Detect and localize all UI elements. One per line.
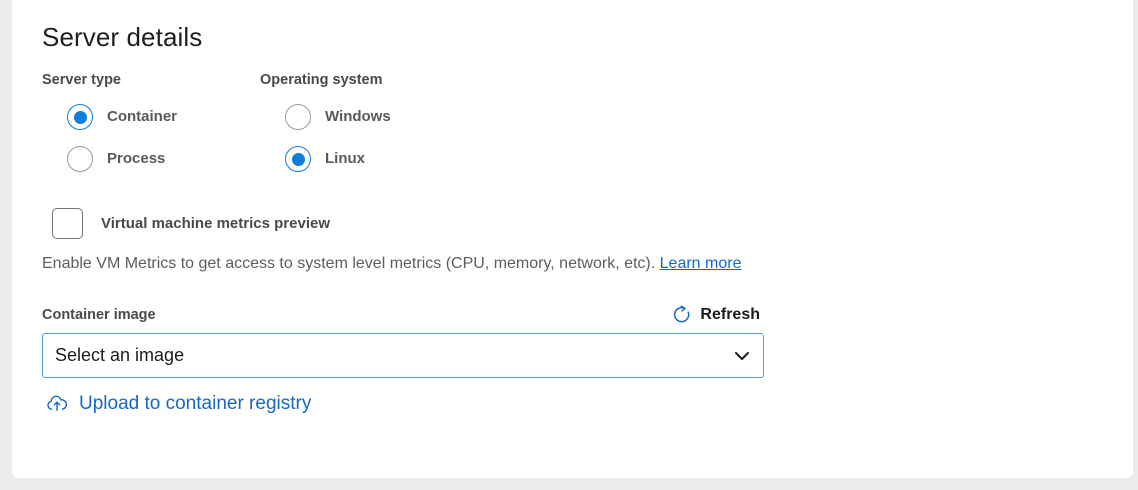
server-type-label: Server type (42, 72, 121, 88)
radio-label-container: Container (107, 108, 178, 125)
container-image-label: Container image (42, 307, 156, 323)
container-image-header: Container image Refresh (42, 305, 764, 325)
radio-option-linux[interactable]: Linux (260, 144, 478, 174)
vm-metrics-description-text: Enable VM Metrics to get access to syste… (42, 255, 656, 272)
upload-to-container-registry-link[interactable]: Upload to container registry (46, 392, 311, 416)
learn-more-link[interactable]: Learn more (659, 255, 742, 272)
refresh-label: Refresh (700, 306, 760, 323)
radio-label-process: Process (107, 150, 166, 167)
server-details-card: Server details Server type Container Pro… (12, 0, 1133, 478)
vm-metrics-checkbox-label: Virtual machine metrics preview (101, 214, 330, 232)
radio-option-windows[interactable]: Windows (260, 102, 478, 132)
refresh-icon (674, 305, 690, 323)
radio-icon-unselected (67, 146, 93, 172)
vm-metrics-checkbox-row[interactable]: Virtual machine metrics preview (42, 208, 1102, 239)
radio-label-linux: Linux (325, 150, 365, 167)
container-image-select[interactable]: Select an image (42, 333, 764, 378)
radio-icon-selected (285, 146, 311, 172)
refresh-button[interactable]: Refresh (672, 305, 760, 325)
operating-system-label: Operating system (260, 72, 383, 88)
radio-option-container[interactable]: Container (42, 102, 260, 132)
radio-icon-selected (67, 104, 93, 130)
radio-groups: Server type Container Process Operating … (42, 70, 1102, 186)
container-image-select-wrap: Select an image (42, 333, 764, 378)
radio-label-windows: Windows (325, 108, 391, 125)
checkbox-icon-unchecked (52, 208, 83, 239)
operating-system-group: Operating system Windows Linux (260, 70, 478, 186)
radio-option-process[interactable]: Process (42, 144, 260, 174)
page-title: Server details (42, 22, 203, 52)
vm-metrics-description: Enable VM Metrics to get access to syste… (42, 253, 1102, 275)
container-image-select-value: Select an image (55, 345, 185, 365)
server-type-group: Server type Container Process (42, 70, 260, 186)
cloud-upload-icon (47, 395, 68, 411)
radio-icon-unselected (285, 104, 311, 130)
upload-link-label: Upload to container registry (79, 393, 312, 414)
